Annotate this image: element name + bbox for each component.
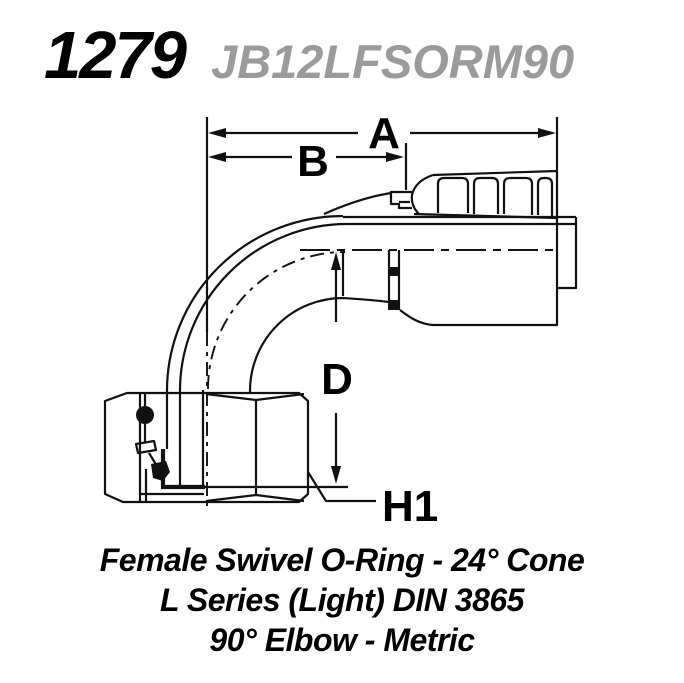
dim-d-arrow-up xyxy=(331,252,341,270)
hose-stop-tick-lower xyxy=(388,300,400,310)
nut-hex-top-chamfer xyxy=(205,392,305,402)
seat-collar xyxy=(134,439,158,455)
dim-a-arrow-left xyxy=(208,128,226,138)
serration-segment-1 xyxy=(436,176,470,213)
dim-h1-leader xyxy=(307,471,376,503)
hose-stop-tick-upper xyxy=(388,267,400,276)
crimp-tab xyxy=(389,190,412,210)
ferrule-beak xyxy=(410,173,434,215)
tube-centerline-arc xyxy=(207,251,346,390)
dim-b-arrow-right xyxy=(386,152,404,162)
socket-end-cap xyxy=(399,217,578,327)
serration-segment-4 xyxy=(536,176,554,216)
nut-hex-bottom-chamfer xyxy=(205,493,305,503)
tube-second-arc xyxy=(178,222,348,394)
part-number: 1279 xyxy=(44,18,187,93)
dim-label-h1: H1 xyxy=(382,482,438,531)
part-code: JB12LFSORM90 xyxy=(211,35,575,88)
dim-a-arrow-right xyxy=(538,128,556,138)
serration-segment-2 xyxy=(472,176,500,214)
dimension-lines xyxy=(205,117,559,508)
nut-outline xyxy=(103,391,310,504)
serration-top-line xyxy=(432,169,559,218)
hose-socket xyxy=(300,169,578,327)
elbow-tube xyxy=(165,191,392,394)
serration-segment-3 xyxy=(502,176,534,215)
tube-end-bore xyxy=(160,449,205,490)
swivel-nut xyxy=(103,390,310,504)
tube-upset-line xyxy=(323,191,392,216)
caption: Female Swivel O-Ring - 24° Cone L Series… xyxy=(0,540,684,660)
dim-d-line xyxy=(334,252,345,468)
tube-inner-arc xyxy=(248,296,390,394)
serration-base-line xyxy=(413,212,558,220)
oring-section-dot xyxy=(136,406,154,424)
seat-seal-dot xyxy=(151,461,170,481)
dim-d-arrow-down xyxy=(331,466,341,484)
caption-line-1: Female Swivel O-Ring - 24° Cone xyxy=(99,542,585,578)
dim-label-b: B xyxy=(297,137,329,186)
dim-label-d: D xyxy=(321,355,353,404)
dim-label-a: A xyxy=(368,109,400,158)
caption-line-3: 90° Elbow - Metric xyxy=(209,622,475,658)
header: 1279 JB12LFSORM90 xyxy=(44,22,574,89)
tube-outer-arc xyxy=(165,214,344,394)
dim-b-arrow-left xyxy=(208,152,226,162)
caption-line-2: L Series (Light) DIN 3865 xyxy=(160,582,524,618)
